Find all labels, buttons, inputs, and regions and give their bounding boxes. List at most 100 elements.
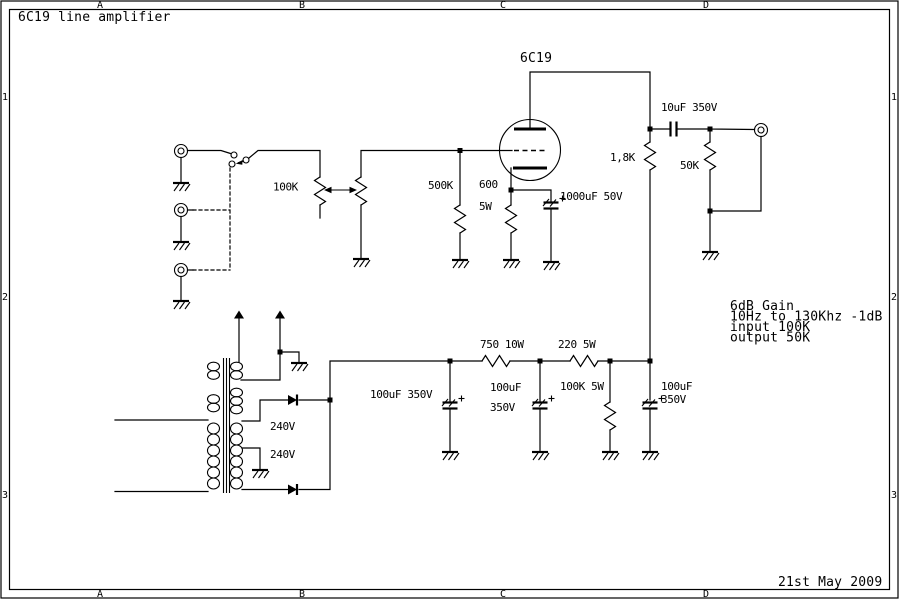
wires: [114, 71, 762, 493]
junction-dot: [647, 358, 653, 364]
ground-icon: [171, 299, 192, 311]
junction-dot: [457, 148, 463, 153]
resistor-icon: [643, 141, 657, 171]
secondary-windings: [229, 361, 244, 490]
filter-resistor-1-label: 750 10W: [480, 338, 524, 351]
up-arrow-icon: [275, 310, 285, 319]
triode-6c19-symbol: 6C19: [498, 51, 562, 182]
electrolytic-cap-icon: [440, 394, 466, 410]
ground-icon: [171, 181, 192, 193]
bleeder-resistor-label: 100K 5W: [560, 380, 604, 393]
resistor-icon: [603, 401, 617, 431]
date-label: 21st May 2009: [778, 575, 882, 590]
diode-icon: [286, 393, 299, 407]
grid-col-d-bottom: D: [703, 589, 709, 600]
junction-dot: [447, 358, 453, 364]
resistor-icon: [453, 204, 467, 234]
grid-row-1-left: 1: [2, 92, 8, 103]
filter-cap-2-voltage-label: 350V: [490, 401, 516, 414]
resistor-icon: [703, 141, 717, 171]
heater-supply-arrows: [234, 310, 310, 373]
grid-col-c-top: C: [500, 0, 506, 11]
resistor-icon: [569, 354, 599, 368]
ground-icon: [541, 260, 562, 272]
up-arrow-icon: [234, 310, 244, 319]
filter-cap-1-label: 100uF 350V: [370, 388, 433, 401]
grid-row-2-left: 2: [2, 292, 8, 303]
note-line-2: 10Hz to 130Khz -1dB: [730, 310, 883, 325]
junction-dot: [508, 187, 514, 193]
grid-col-d-top: D: [703, 0, 709, 11]
grid-row-1-right: 1: [891, 92, 897, 103]
grid-col-a-top: A: [97, 0, 103, 11]
jack-icon: [173, 143, 189, 159]
ground-icon: [351, 257, 372, 269]
junction-dot: [537, 358, 543, 364]
plate-resistor-1k8: 1,8K: [610, 141, 657, 171]
junction-dot: [707, 126, 713, 132]
ground-icon: [450, 258, 471, 270]
page-title: 6C19 line amplifier: [18, 10, 171, 25]
psu-filter: 750 10W 220 5W 100uF 350V 100uF 350V 100…: [370, 338, 693, 462]
switch-wiper-arrow: [235, 160, 243, 165]
switch-position-dashed-wires: [192, 167, 231, 271]
ground-icon: [501, 258, 522, 270]
filter-resistor-2-label: 220 5W: [558, 338, 596, 351]
volume-pot-100k: 100K: [273, 176, 357, 206]
filter-cap-3-value-label: 100uF: [661, 380, 692, 393]
filter-cap-2: 100uF 350V: [490, 381, 556, 462]
cathode-resistor-power-label: 5W: [479, 200, 492, 213]
junction-dot: [327, 397, 333, 403]
ground-icon: [700, 250, 721, 262]
resistor-icon: [504, 204, 518, 234]
filter-cap-2-value-label: 100uF: [490, 381, 521, 394]
ground-icon: [530, 450, 551, 462]
filter-cap-3: 100uF 350V: [640, 380, 693, 462]
note-line-3: input 100K: [730, 320, 810, 335]
output-cap-label: 10uF 350V: [661, 101, 718, 114]
ground-icon: [600, 450, 621, 462]
ground-icon: [171, 240, 192, 252]
grid-resistor-label: 500K: [428, 179, 454, 192]
performance-notes: 6dB Gain 10Hz to 130Khz -1dB input 100K …: [730, 299, 883, 346]
ground-icon: [440, 450, 461, 462]
output-coupling-cap-10uf: 10uF 350V: [661, 101, 718, 137]
bleeder-resistor: 100K 5W: [560, 380, 621, 462]
secondary-1-label: 240V: [270, 420, 296, 433]
cathode-resistor-600-5w: 600 5W: [479, 178, 522, 270]
jack-icon: [173, 262, 189, 278]
grid-resistor-500k: 500K: [428, 179, 471, 270]
grid-col-a-bottom: A: [97, 589, 103, 600]
output-jack: [753, 122, 769, 138]
jack-icon: [753, 122, 769, 138]
jack-icon: [173, 202, 189, 218]
volume-pot-label: 100K: [273, 181, 299, 194]
electrolytic-cap-icon: [530, 394, 556, 410]
grid-row-3-left: 3: [2, 490, 8, 501]
junction-dot: [607, 358, 613, 364]
cathode-cap-label: 1000uF 50V: [560, 190, 623, 203]
input-selector-switch: [228, 151, 250, 168]
output-load-50k: 50K: [680, 141, 721, 262]
junction-dot: [277, 349, 283, 355]
junction-dot: [707, 208, 713, 214]
grid-row-2-right: 2: [891, 292, 897, 303]
resistor-icon: [354, 176, 368, 206]
ground-icon: [640, 450, 661, 462]
rectifier-diodes: [286, 393, 299, 497]
resistor-icon: [481, 354, 511, 368]
note-line-1: 6dB Gain: [730, 299, 794, 314]
grid-col-c-bottom: C: [500, 589, 506, 600]
grid-col-b-bottom: B: [299, 589, 305, 600]
output-load-label: 50K: [680, 159, 699, 172]
tube-label: 6C19: [520, 51, 552, 66]
tube-envelope: [498, 118, 562, 182]
pot-wiper-arrow-right: [349, 186, 357, 194]
grid-col-b-top: B: [299, 0, 305, 11]
junction-dot: [647, 126, 653, 132]
primary-winding: [206, 361, 221, 490]
switch-contact-2: [228, 160, 236, 168]
